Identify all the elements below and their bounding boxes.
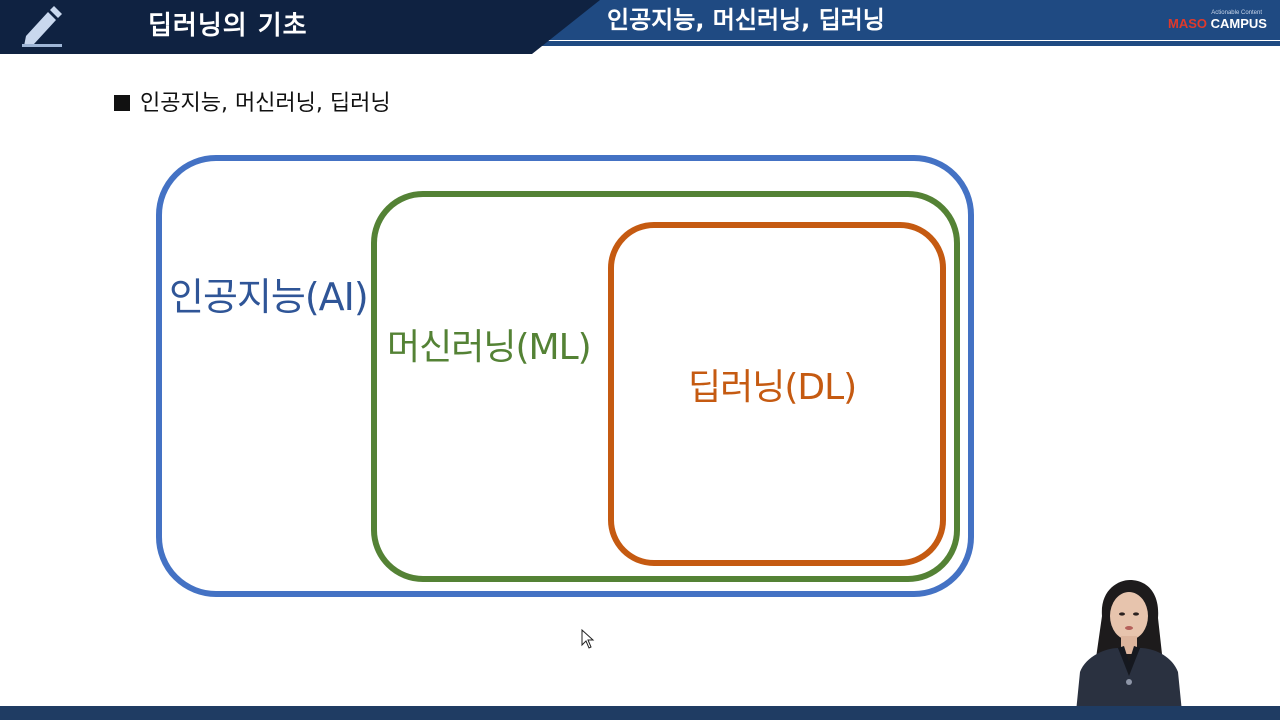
ai-label: 인공지능(AI): [169, 275, 369, 319]
slide-header: 딥러닝의 기초 인공지능, 머신러닝, 딥러닝 Actionable Conte…: [0, 0, 1280, 54]
section-heading: 인공지능, 머신러닝, 딥러닝: [114, 88, 391, 120]
header-stripe: [526, 41, 1280, 46]
dl-label: 딥러닝(DL): [688, 367, 857, 408]
ml-boundary-box: [371, 191, 960, 582]
pencil-icon: [22, 6, 62, 47]
chapter-title: 딥러닝의 기초: [148, 11, 308, 41]
footer-bar: [0, 706, 1280, 720]
header-left-band: [0, 0, 600, 54]
header-right-band: [520, 0, 1280, 40]
dl-boundary-box: [608, 222, 946, 566]
logo-tagline: Actionable Content: [1211, 10, 1262, 16]
section-heading-text: 인공지능, 머신러닝, 딥러닝: [140, 91, 391, 116]
topic-title: 인공지능, 머신러닝, 딥러닝: [607, 6, 885, 34]
maso-campus-logo: Actionable Content MASO CAMPUS: [1168, 10, 1268, 34]
ai-boundary-box: [156, 155, 974, 597]
logo-campus: CAMPUS: [1207, 16, 1267, 31]
ml-label: 머신러닝(ML): [387, 327, 592, 368]
bullet-square-icon: [114, 95, 130, 111]
presenter-video: [1072, 576, 1184, 712]
logo-wordmark: MASO CAMPUS: [1168, 16, 1267, 32]
mouse-cursor-icon: [581, 629, 595, 649]
logo-maso: MASO: [1168, 16, 1207, 31]
